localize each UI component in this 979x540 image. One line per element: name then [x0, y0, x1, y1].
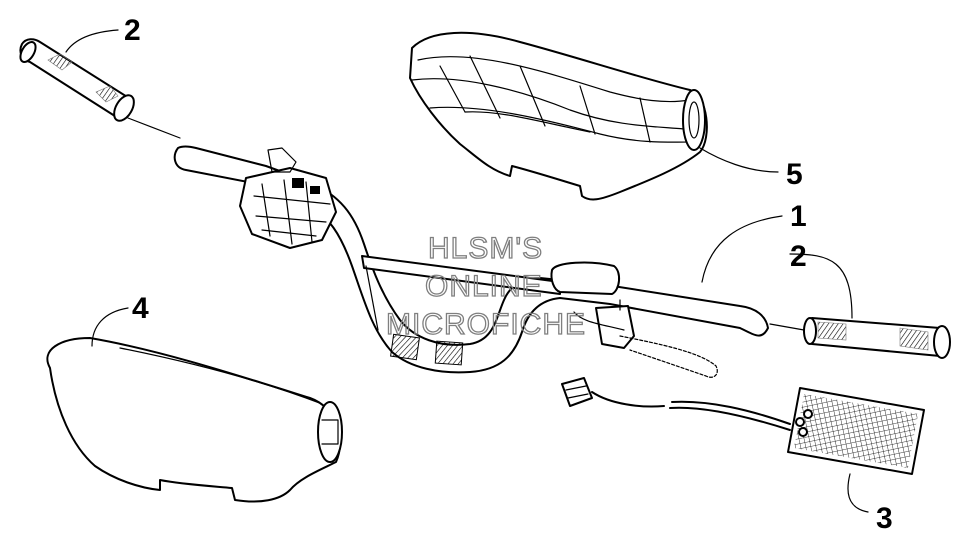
grip-left [19, 38, 181, 139]
grip-right [769, 317, 951, 359]
callout-heating-element: 3 [876, 502, 893, 535]
callout-grip-left: 2 [124, 14, 141, 47]
callout-pad-upper: 5 [786, 158, 803, 191]
watermark-line-2: ONLINE [425, 270, 543, 303]
watermark-line-1: HLSM'S [428, 232, 543, 265]
heating-element [561, 377, 925, 475]
callout-handlebar: 1 [790, 200, 807, 233]
handlebar [173, 145, 769, 378]
handlebar-pad-upper [409, 31, 708, 201]
handlebar-pad-lower [46, 337, 343, 503]
callout-pad-lower: 4 [132, 292, 149, 325]
watermark-line-3: MICROFICHE [386, 308, 586, 341]
watermark: HLSM'S ONLINE MICROFICHE [385, 231, 586, 341]
callout-grip-right: 2 [790, 240, 807, 273]
leader-lines [65, 29, 869, 513]
